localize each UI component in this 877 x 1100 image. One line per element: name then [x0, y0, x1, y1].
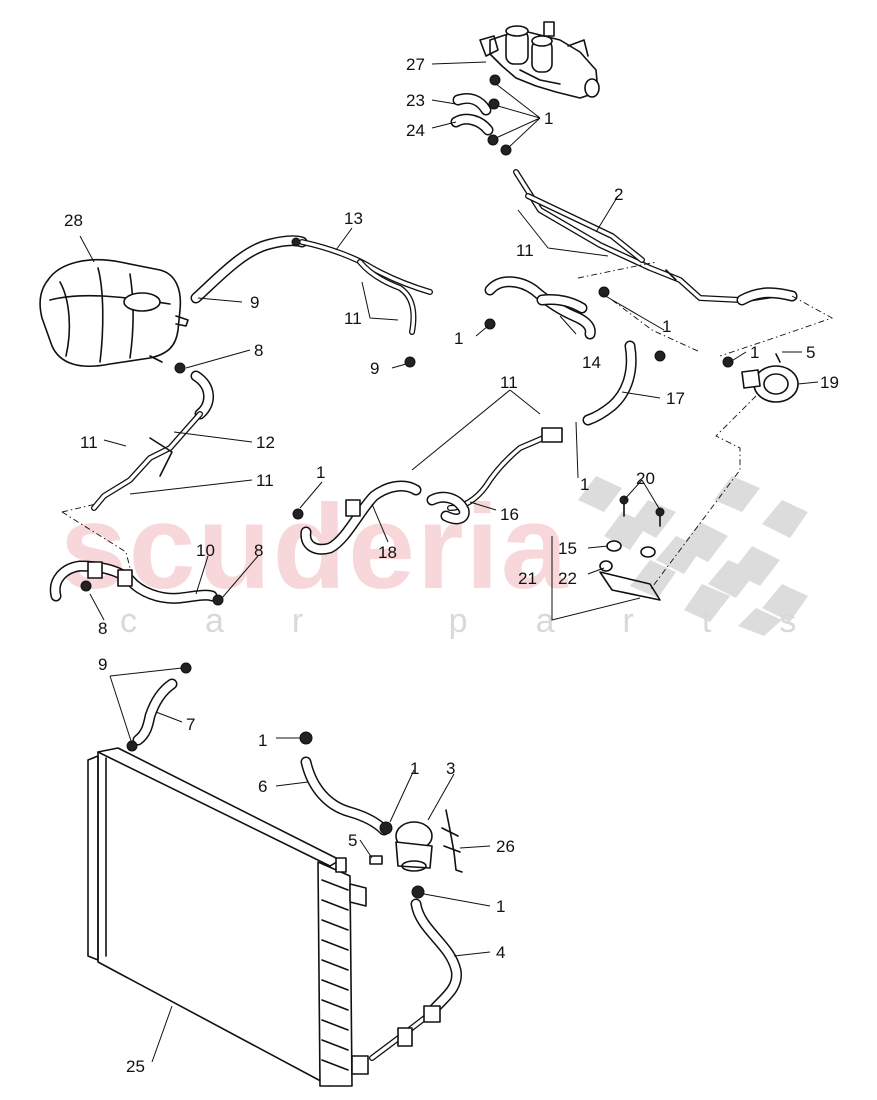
callout-28: 28 — [64, 211, 83, 230]
callout-1-e: 1 — [580, 475, 589, 494]
callout-9-c: 9 — [98, 655, 107, 674]
callout-12: 12 — [256, 433, 275, 452]
callout-1-f: 1 — [316, 463, 325, 482]
part-2-coolant-pipe — [513, 169, 798, 306]
callout-7: 7 — [186, 715, 195, 734]
callout-14: 14 — [582, 353, 601, 372]
part-3-coolant-pump — [369, 821, 433, 872]
callout-17: 17 — [666, 389, 685, 408]
callout-18: 18 — [378, 543, 397, 562]
callout-8-a: 8 — [254, 341, 263, 360]
part-19-auxiliary-pump — [722, 353, 799, 403]
assembly-lines — [61, 261, 834, 591]
callout-23: 23 — [406, 91, 425, 110]
callout-8-c: 8 — [98, 619, 107, 638]
callout-3: 3 — [446, 759, 455, 778]
part-13-coolant-line — [190, 235, 433, 368]
callout-11-d: 11 — [256, 471, 274, 490]
callout-24: 24 — [406, 121, 425, 140]
callout-2: 2 — [614, 185, 623, 204]
callout-1-h: 1 — [410, 759, 419, 778]
callout-22: 22 — [558, 569, 577, 588]
callout-21: 21 — [518, 569, 537, 588]
part-4-coolant-hose — [369, 885, 462, 1061]
callout-9-b: 9 — [370, 359, 379, 378]
callouts: 27 23 24 1 2 11 13 28 9 11 9 8 12 11 11 … — [64, 55, 839, 1076]
part-18-coolant-hose — [292, 480, 422, 555]
callout-15: 15 — [558, 539, 577, 558]
part-17-coolant-hose — [582, 340, 666, 426]
part-27-valve-housing — [479, 21, 600, 99]
part-16-coolant-pipe — [426, 427, 563, 525]
callout-8-b: 8 — [254, 541, 263, 560]
callout-10: 10 — [196, 541, 215, 560]
callout-11-e: 11 — [500, 373, 518, 392]
watermark-tagline: car parts — [120, 602, 864, 640]
callout-11-c: 11 — [80, 433, 98, 452]
clamps-top — [487, 74, 512, 156]
part-24-elbow-hose — [450, 113, 494, 136]
callout-26: 26 — [496, 837, 515, 856]
callout-16: 16 — [500, 505, 519, 524]
callout-11-a: 11 — [516, 241, 534, 260]
callout-1-a: 1 — [544, 109, 553, 128]
leader-lines — [79, 61, 819, 1063]
part-12-coolant-pipe — [91, 362, 214, 511]
callout-6: 6 — [258, 777, 267, 796]
callout-19: 19 — [820, 373, 839, 392]
part-25-radiator — [87, 747, 369, 1087]
part-14-coolant-hose — [484, 276, 610, 340]
part-10-coolant-hose — [49, 560, 224, 606]
callout-5-b: 5 — [348, 831, 357, 850]
callout-27: 27 — [406, 55, 425, 74]
part-23-elbow-hose — [452, 92, 492, 116]
callout-25: 25 — [126, 1057, 145, 1076]
callout-20: 20 — [636, 469, 655, 488]
callout-13: 13 — [344, 209, 363, 228]
part-28-expansion-tank — [39, 259, 189, 368]
callout-4: 4 — [496, 943, 505, 962]
callout-1-c: 1 — [662, 317, 671, 336]
callout-1-g: 1 — [258, 731, 267, 750]
callout-1-i: 1 — [496, 897, 505, 916]
part-6-coolant-hose — [299, 731, 393, 836]
callout-5-a: 5 — [806, 343, 815, 362]
part-7-coolant-hose — [126, 662, 192, 752]
callout-1-b: 1 — [454, 329, 463, 348]
part-26-wiring-bracket — [441, 809, 463, 873]
callout-1-d: 1 — [750, 343, 759, 362]
callout-9-a: 9 — [250, 293, 259, 312]
callout-11-b: 11 — [344, 309, 362, 328]
